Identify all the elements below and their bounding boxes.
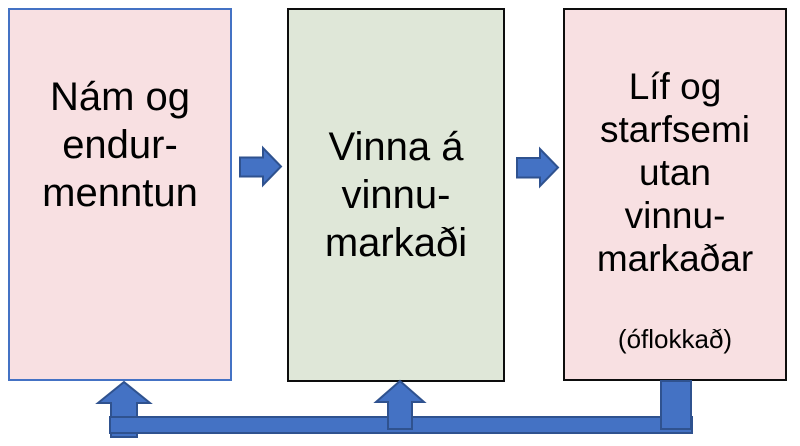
feedback-bar <box>109 416 693 434</box>
right-arrow-icon <box>516 146 560 189</box>
up-arrow-icon <box>95 380 153 438</box>
box-text-line: markaðar <box>596 238 754 279</box>
box-outside: Líf og starfsemi utan vinnu- markaðar (ó… <box>563 8 787 381</box>
feedback-connector <box>660 380 692 430</box>
box-text-line: Líf og <box>628 66 722 107</box>
box-text-line: utan <box>638 152 711 193</box>
box-work: Vinna á vinnu- markaði <box>287 8 505 382</box>
box-text-line: starfsemi <box>599 109 751 150</box>
box-text-line: endur- <box>62 122 178 167</box>
box-text-line: vinnu- <box>341 173 451 217</box>
box-text-line: menntun <box>42 170 198 215</box>
box-text-line: markaði <box>324 221 468 265</box>
box-education: Nám og endur- menntun <box>8 8 232 381</box>
box-text-line: vinnu- <box>624 195 726 236</box>
right-arrow-icon <box>239 145 283 188</box>
up-arrow-icon <box>373 379 427 430</box>
box-text-line: Vinna á <box>328 125 464 169</box>
box-text-line: Nám og <box>49 74 191 119</box>
box-note-line: (óflokkað) <box>617 324 733 354</box>
